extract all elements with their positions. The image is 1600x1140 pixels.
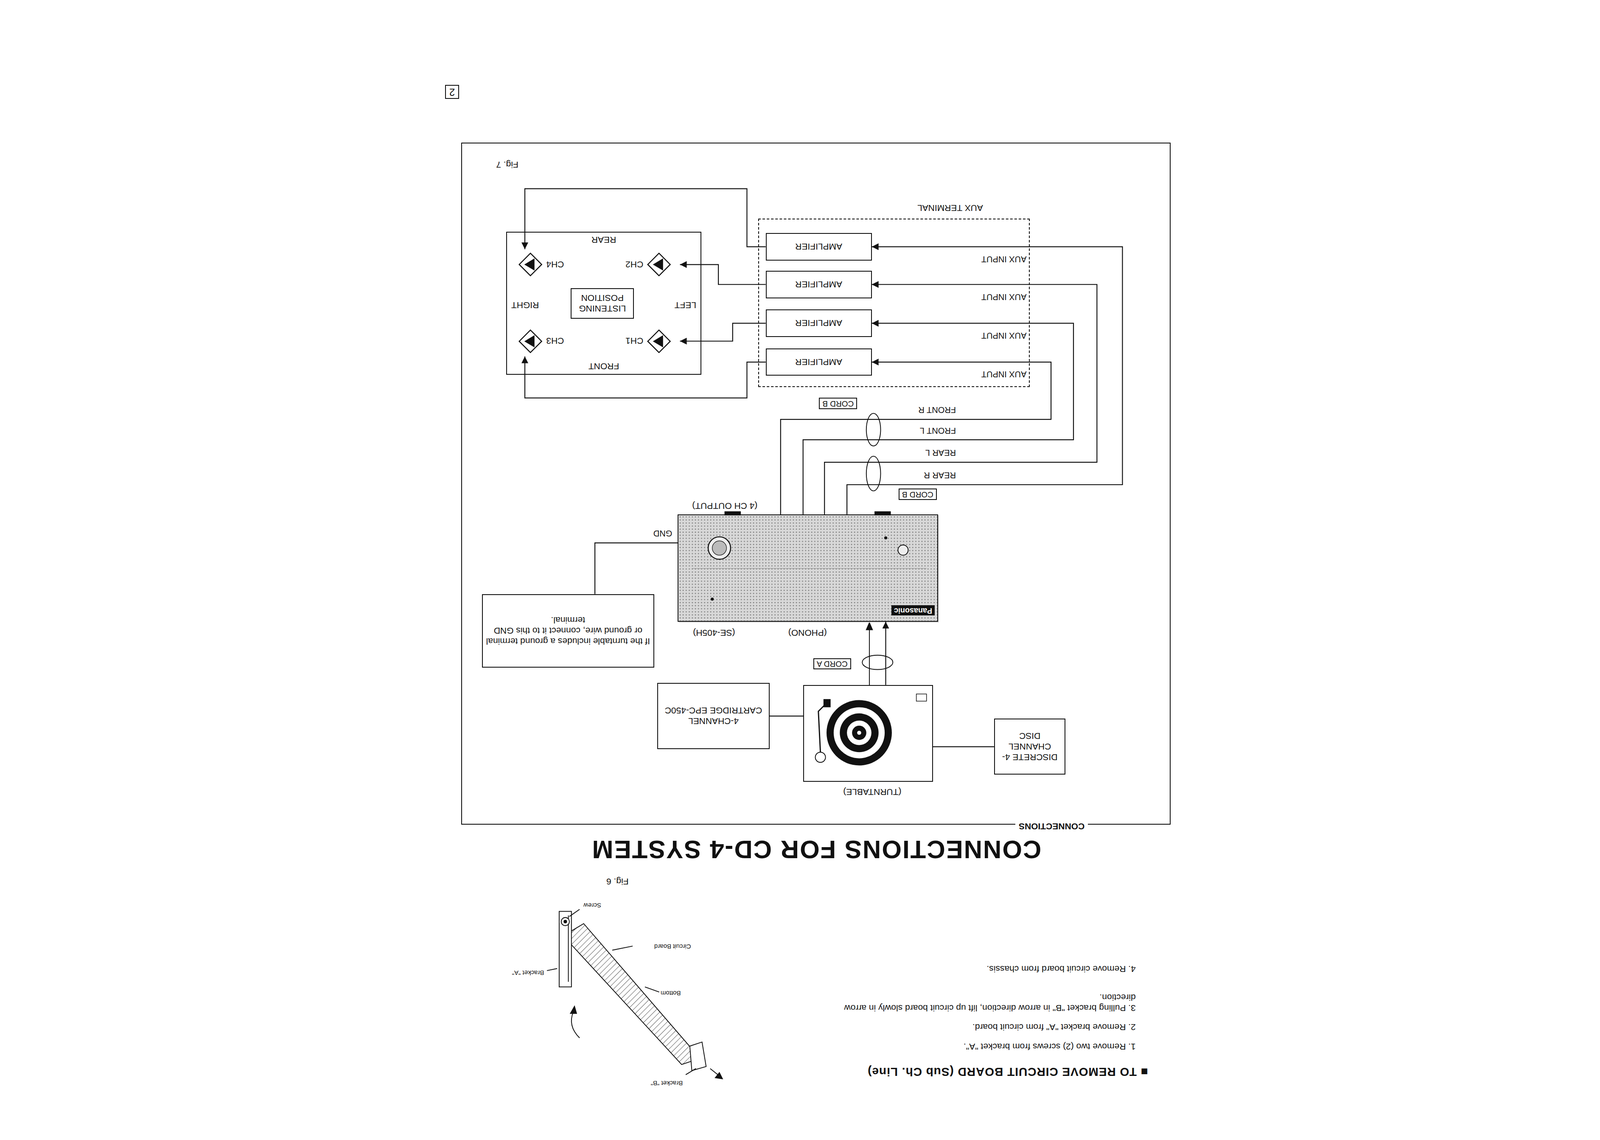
listening-box: LISTENING POSITION — [570, 288, 634, 319]
node-label: (PHONO) — [788, 627, 827, 638]
terminal-label: AUX INPUT — [981, 330, 1027, 341]
cartridge-box: 4-CHANNEL CARTRIDGE EPC-450C — [657, 682, 770, 749]
connector — [846, 246, 1123, 515]
connector — [803, 323, 1074, 515]
amplifier-box: AMPLIFIER — [765, 348, 872, 376]
fig6-drawing — [546, 909, 723, 1079]
node-label: (TURNTABLE) — [843, 786, 902, 798]
speaker-cone — [652, 258, 664, 271]
connector — [824, 284, 1097, 515]
node-text: CH2 — [625, 259, 644, 270]
signal-label: FRONT L — [918, 425, 958, 436]
part-name: Bottom — [659, 989, 682, 997]
node-label: FRONT — [507, 361, 701, 372]
signal-label: REAR L — [924, 447, 958, 458]
speaker-cone — [652, 334, 664, 348]
terminal-label: AUX INPUT — [981, 369, 1027, 380]
step-text: 4. Remove circuit board from chassis. — [986, 963, 1136, 975]
signal-label: GND — [652, 528, 674, 539]
cord-tag: CORD A — [813, 658, 852, 670]
terminal-label: AUX INPUT — [981, 291, 1027, 303]
speaker-outline — [647, 253, 671, 276]
node-label: LEFT — [674, 299, 697, 311]
page-number: 2 — [445, 84, 460, 99]
amplifier-box: AMPLIFIER — [765, 309, 872, 337]
speaker-outline — [519, 253, 542, 276]
speaker-icon — [646, 328, 672, 354]
connector — [933, 745, 995, 747]
turntable-drawing — [815, 693, 927, 765]
speaker-icon — [518, 252, 544, 278]
connector — [524, 356, 766, 398]
node-text: AMPLIFIER — [795, 356, 843, 368]
speaker-area: LISTENING POSITION CH1 CH3 CH2 CH4FRONT LEFT R… — [506, 231, 701, 375]
part-name: Screw — [582, 901, 603, 909]
figure-number: Fig. 7 — [495, 159, 519, 171]
node-text: CH3 — [546, 335, 564, 347]
cord-tag: CORD B — [818, 397, 858, 410]
connector — [524, 188, 766, 250]
cord-tag: CORD B — [898, 488, 937, 500]
step-text: 1. Remove two (2) screws from bracket "A… — [963, 1041, 1136, 1052]
node-text: AMPLIFIER — [795, 317, 843, 329]
node-text: If the turntable includes a ground termi… — [486, 614, 651, 648]
decoder-drawing — [678, 511, 939, 623]
connector — [594, 542, 678, 595]
node-label: (SE-405H) — [692, 627, 735, 638]
node-text: AMPLIFIER — [795, 241, 843, 253]
speaker-cone — [524, 334, 535, 348]
speaker-outline — [647, 329, 671, 353]
diagram-title: CONNECTIONS FOR CD-4 SYSTEM — [32, 833, 1600, 865]
note-box: If the turntable includes a ground termi… — [481, 594, 655, 668]
node-text: LISTENING POSITION — [574, 292, 630, 314]
signal-label: FRONT R — [916, 404, 958, 415]
frame-box: DISCRETE 4-CHANNEL DISC (TURNTABLE) 4-CHAN… — [461, 142, 1171, 825]
node-label: CONNECTIONS — [1015, 821, 1088, 832]
node-text: CH4 — [546, 259, 564, 270]
connector — [680, 264, 766, 285]
speaker: CH3 — [509, 325, 573, 357]
figure-number: Fig. 6 — [606, 875, 629, 887]
speaker-cone — [524, 258, 535, 271]
aux-terminal: AMPLIFIER AMPLIFIER AMPLIFIER AMPLIFIER AUX … — [758, 218, 1030, 387]
amplifier-box: AMPLIFIER — [765, 232, 872, 261]
speaker-outline — [519, 329, 542, 353]
step-text: 3. Pulling bracket "B" in arrow directio… — [839, 991, 1136, 1013]
node-text: AMPLIFIER — [795, 279, 843, 290]
disc-box: DISCRETE 4-CHANNEL DISC — [994, 718, 1066, 775]
connector — [769, 715, 804, 717]
brand-logo: Panasonic — [891, 605, 935, 616]
node-text: 4-CHANNEL CARTRIDGE EPC-450C — [661, 705, 766, 727]
speaker: CH1 — [616, 325, 680, 357]
part-name: Bracket "A" — [511, 968, 546, 977]
speaker-icon — [646, 252, 672, 278]
terminal-label: AUX INPUT — [981, 254, 1027, 265]
part-name: Bracket "B" — [650, 1078, 684, 1087]
node-label: RIGHT — [511, 299, 539, 311]
section-heading: ■ TO REMOVE CIRCUIT BOARD (Sub Ch. Line) — [867, 1064, 1149, 1079]
connector — [885, 621, 886, 685]
node-label: REAR — [507, 234, 701, 246]
connector — [780, 361, 1051, 515]
signal-label: REAR R — [922, 470, 958, 481]
node-text: DISCRETE 4-CHANNEL DISC — [998, 730, 1062, 763]
node-text: CH1 — [625, 335, 644, 347]
speaker-icon — [518, 328, 544, 354]
node-label: AUX TERMINAL — [917, 202, 984, 214]
connector — [680, 323, 766, 342]
amplifier-box: AMPLIFIER — [765, 270, 872, 299]
speaker: CH4 — [509, 249, 573, 280]
turntable: (TURNTABLE) — [803, 684, 933, 782]
speaker: CH2 — [616, 249, 680, 280]
step-text: 2. Remove bracket "A" from circuit board… — [972, 1021, 1136, 1033]
node-label: (4 CH OUTPUT) — [692, 500, 758, 512]
part-name: Circuit Board — [653, 942, 693, 950]
